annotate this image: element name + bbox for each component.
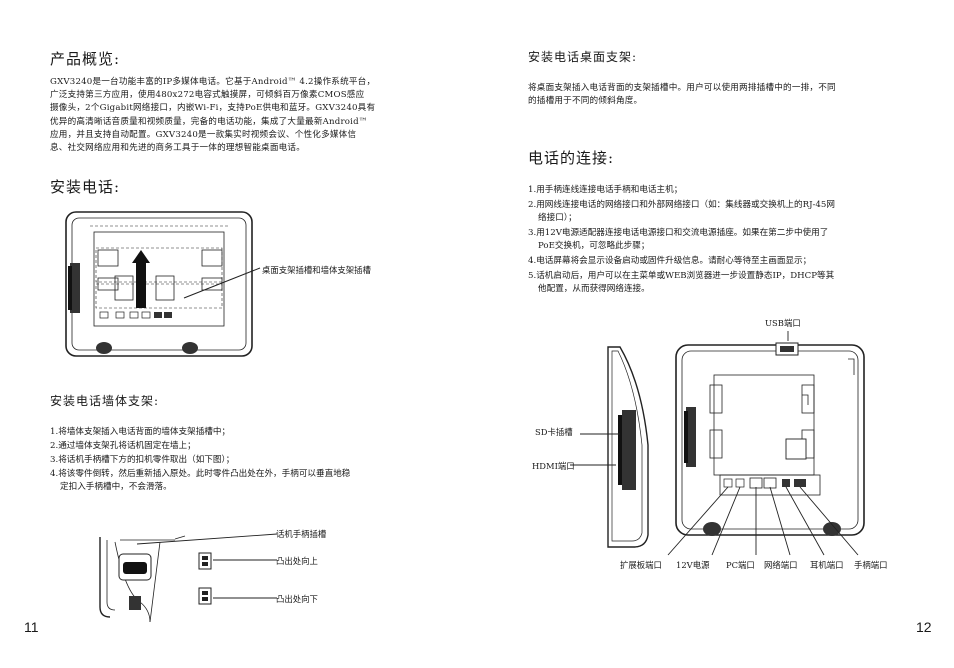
list-item: 3.用12V电源适配器连接电话电源接口和交流电源插座。如果在第二步中使用了 [528, 228, 829, 238]
list-item: 4.将该零件倒转，然后重新插入原处。此时零件凸出处在外，手柄可以垂直地稳 [50, 469, 351, 479]
list-item: 1.将墙体支架插入电话背面的墙体支架插槽中； [50, 427, 231, 437]
page-number: 11 [24, 619, 39, 635]
list-item: 3.将话机手柄槽下方的扣机零件取出（如下图）； [50, 455, 235, 465]
list-item: 1.用手柄连线连接电话手柄和电话主机； [528, 185, 683, 195]
overview-title: 产品概览: [50, 50, 121, 68]
paragraph-line: 将桌面支架插入电话背面的支架插槽中。用户可以使用两排插槽中的一排，不同 [528, 83, 836, 93]
pc-port-label: PC端口 [726, 560, 755, 570]
desk-stand-paragraph: 将桌面支架插入电话背面的支架插槽中。用户可以使用两排插槽中的一排，不同 的插槽用… [528, 82, 928, 108]
list-item: 2.用网线连接电话的网络接口和外部网络接口（如：集线器或交换机上的RJ-45网 [528, 200, 835, 210]
list-item: 络接口）； [538, 213, 577, 223]
overview-line: 应用，并且支持自动配置。GXV3240是一款集实时视频会议、个性化多媒体信 [50, 129, 357, 140]
phone-connection-illustration [570, 331, 865, 556]
handset-cradle-illustration [99, 533, 278, 623]
overview-paragraph: GXV3240是一台功能丰富的IP多媒体电话。它基于Android™ 4.2操作… [50, 76, 445, 155]
wall-mount-title: 安装电话墙体支架: [50, 394, 160, 408]
stand-slot-label: 桌面支架插槽和墙体支架插槽 [262, 265, 371, 275]
connection-steps: 1.用手柄连线连接电话手柄和电话主机； 2.用网线连接电话的网络接口和外部网络接… [528, 184, 928, 296]
usb-port-label: USB端口 [765, 318, 801, 328]
list-item: 2.通过墙体支架孔将话机固定在墙上； [50, 441, 196, 451]
list-item: 4.电话屏幕将会显示设备启动或固件升级信息。请耐心等待至主画面显示； [528, 256, 812, 266]
wall-mount-steps: 1.将墙体支架插入电话背面的墙体支架插槽中； 2.通过墙体支架孔将话机固定在墙上… [50, 426, 450, 494]
sd-slot-label: SD卡插槽 [535, 427, 573, 437]
page-number: 12 [916, 619, 932, 635]
hdmi-port-label: HDMI端口 [532, 461, 575, 471]
list-item: 他配置，从而获得网络连接。 [538, 284, 650, 294]
tab-down-label: 凸出处向下 [276, 594, 318, 604]
phone-back-illustration [65, 211, 261, 357]
headset-port-label: 耳机端口 [810, 560, 844, 570]
overview-line: 优异的高清晰话音质量和视频质量，完备的电话功能，集成了大量最新Android™ [50, 116, 368, 127]
connection-title: 电话的连接: [528, 149, 615, 167]
overview-line: 广泛支持第三方应用，使用480x272电容式触摸屏，可倾斜百万像素CMOS感应 [50, 90, 365, 101]
tab-up-label: 凸出处向上 [276, 556, 318, 566]
overview-line: 摄像头，2个Gigabit网络接口，内嵌Wi-Fi，支持PoE供电和蓝牙。GXV… [50, 103, 376, 114]
install-title: 安装电话: [50, 178, 121, 196]
expansion-port-label: 扩展板端口 [620, 560, 662, 570]
handset-port-label: 手柄端口 [854, 560, 888, 570]
list-item: 定扣入手柄槽中，不会滑落。 [60, 482, 172, 492]
list-item: PoE交换机，可忽略此步骤； [538, 241, 650, 251]
power-port-label: 12V电源 [676, 560, 710, 570]
list-item: 5.话机启动后，用户可以在主菜单或WEB浏览器进一步设置静态IP，DHCP等其 [528, 271, 835, 281]
overview-line: 息、社交网络应用和先进的商务工具于一体的理想智能桌面电话。 [50, 143, 306, 154]
paragraph-line: 的插槽用于不同的倾斜角度。 [528, 96, 643, 107]
desk-stand-title: 安装电话桌面支架: [528, 50, 638, 64]
overview-line: GXV3240是一台功能丰富的IP多媒体电话。它基于Android™ 4.2操作… [50, 77, 376, 87]
handset-slot-label: 话机手柄插槽 [276, 529, 327, 539]
network-port-label: 网络端口 [764, 560, 798, 570]
